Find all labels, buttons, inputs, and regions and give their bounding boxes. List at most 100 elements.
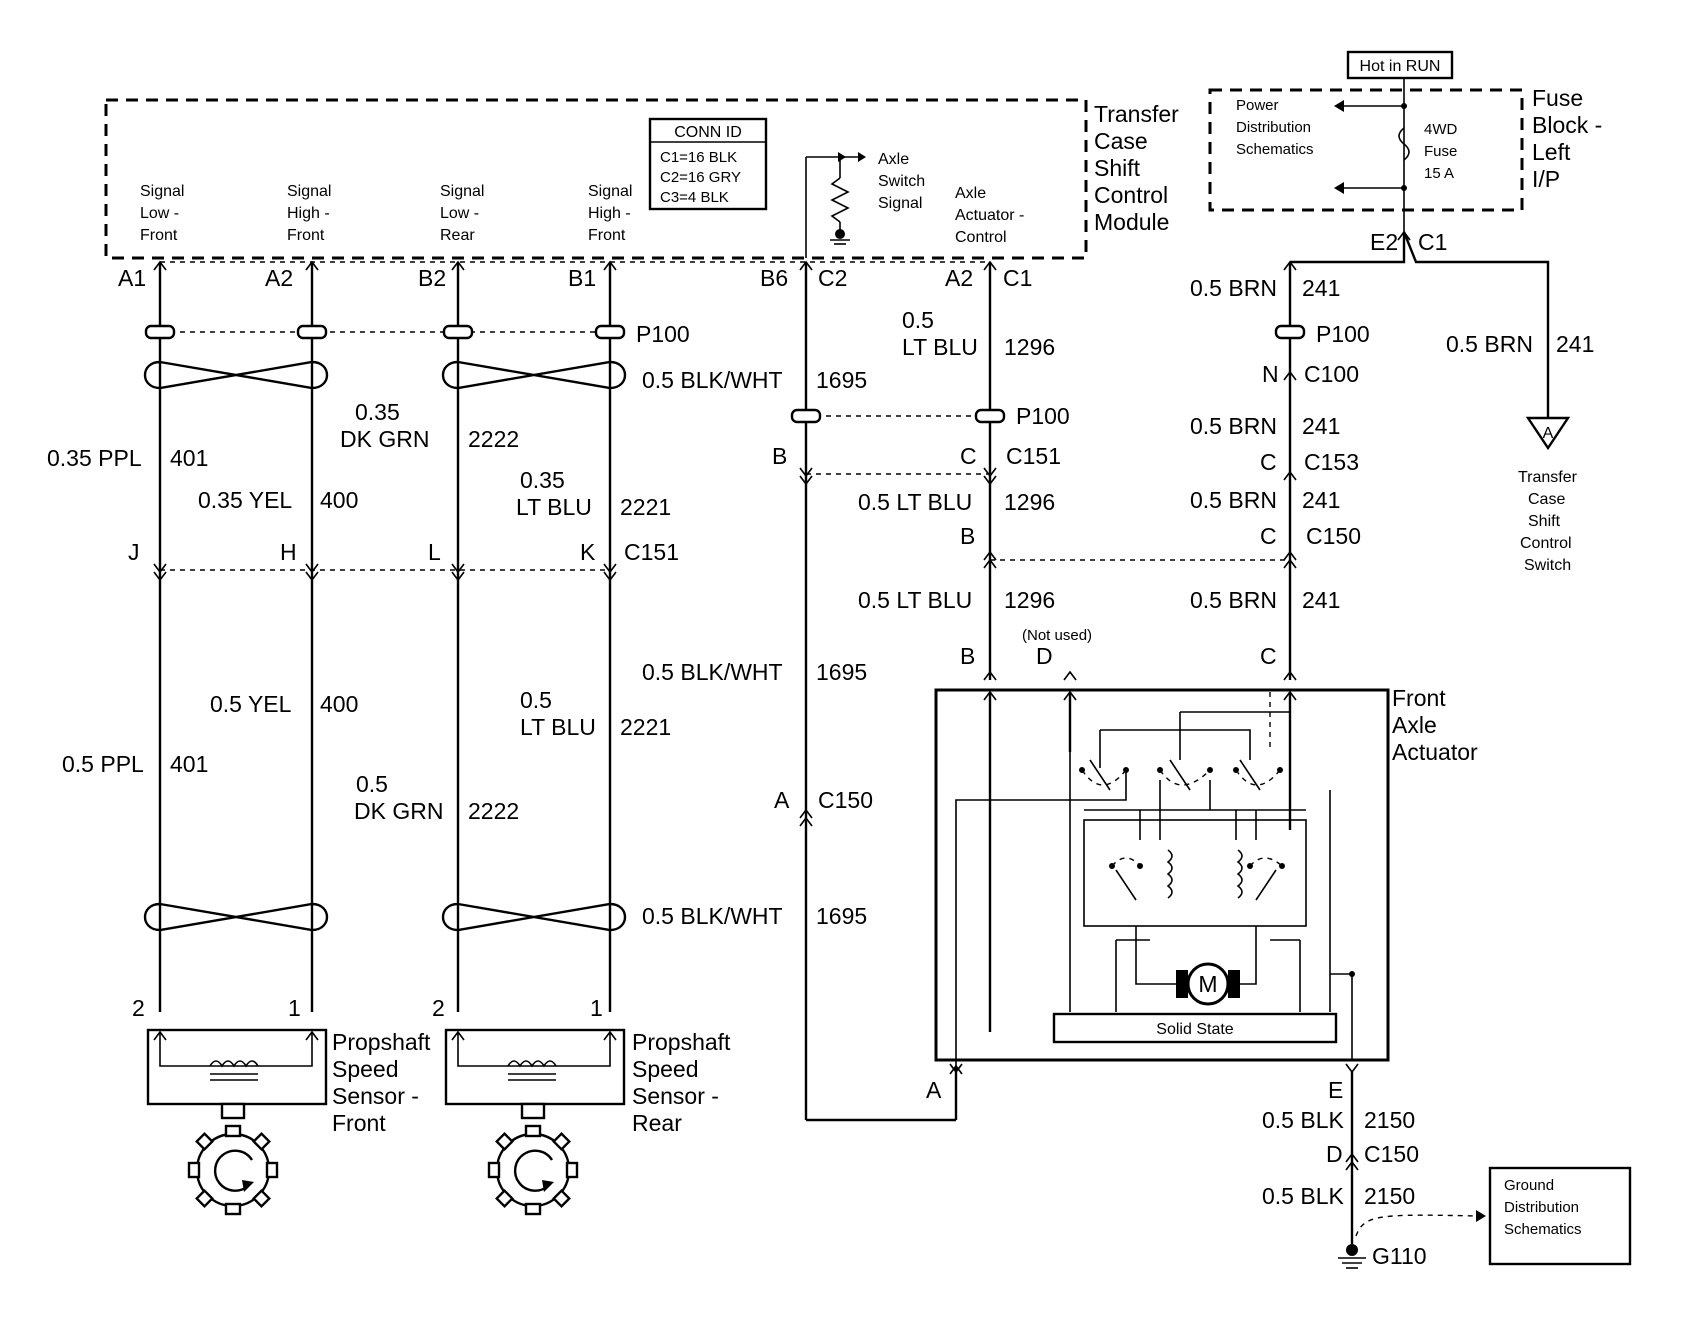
wire-1296 bbox=[983, 260, 997, 680]
p100-right-splice bbox=[1274, 324, 1306, 340]
pin-d-c150: D bbox=[1326, 1141, 1343, 1167]
sensor-front-pin-1: 1 bbox=[288, 995, 301, 1021]
power-dist-3: Schematics bbox=[1236, 141, 1314, 158]
w400b-circuit: 400 bbox=[320, 691, 358, 717]
tcs-switch-4: Control bbox=[1520, 535, 1572, 552]
w241c-circuit: 241 bbox=[1302, 487, 1340, 513]
fuse-block-outline bbox=[1208, 88, 1524, 212]
p100-label-c: P100 bbox=[1316, 321, 1370, 347]
actuator-pin-a: A bbox=[926, 1077, 942, 1103]
fuse-block-title-1: Fuse bbox=[1532, 85, 1583, 111]
pin-b-c151: B bbox=[772, 443, 787, 469]
sensor-rear-1: Propshaft bbox=[632, 1029, 731, 1055]
pin-b-c150: B bbox=[960, 523, 975, 549]
axle-switch-pullup bbox=[805, 152, 866, 258]
signal-high-front-1: Signal bbox=[287, 183, 331, 200]
w400b-gauge: 0.5 YEL bbox=[210, 691, 292, 717]
w2150a-gauge: 0.5 BLK bbox=[1262, 1107, 1344, 1133]
fuse-line-3: 15 A bbox=[1424, 165, 1454, 182]
w2222b-gauge: 0.5 bbox=[356, 771, 388, 797]
conn-id-line-1: C1=16 BLK bbox=[660, 149, 737, 166]
ground-dist-2: Distribution bbox=[1504, 1199, 1579, 1216]
c150-b-label: C150 bbox=[818, 787, 873, 813]
fuse-block-title-3: Left bbox=[1532, 139, 1571, 165]
fuse-block-title-4: I/P bbox=[1532, 166, 1560, 192]
pin-c1-fuse: C1 bbox=[1418, 229, 1447, 255]
actuator-pin-e: E bbox=[1328, 1077, 1343, 1103]
conn-id-line-2: C2=16 GRY bbox=[660, 169, 741, 186]
sensor-front-4: Front bbox=[332, 1110, 386, 1136]
pin-c-c150: C bbox=[1260, 523, 1277, 549]
w1296a-circuit: 1296 bbox=[1004, 334, 1055, 360]
w241b-circuit: 241 bbox=[1302, 413, 1340, 439]
c151-left bbox=[153, 563, 617, 582]
p100-left bbox=[144, 324, 626, 340]
arrow-icon bbox=[1334, 182, 1344, 194]
signal-low-rear-3: Rear bbox=[440, 227, 475, 244]
tcs-switch-reference: A bbox=[1525, 416, 1571, 451]
arrow-icon bbox=[1334, 100, 1344, 112]
pin-a-c150: A bbox=[774, 787, 790, 813]
c150-a-label: C150 bbox=[1306, 523, 1361, 549]
power-dist-1: Power bbox=[1236, 97, 1279, 114]
w1695a-gauge: 0.5 BLK/WHT bbox=[642, 367, 783, 393]
fuse-line-1: 4WD bbox=[1424, 121, 1458, 138]
actuator-pin-b: B bbox=[960, 643, 975, 669]
not-used-label: (Not used) bbox=[1022, 627, 1092, 644]
front-axle-actuator-1: Front bbox=[1392, 685, 1446, 711]
fuse-block-left-ip: Hot in RUN bbox=[1208, 50, 1524, 232]
w1695c-gauge: 0.5 BLK/WHT bbox=[642, 903, 783, 929]
ground-dist-1: Ground bbox=[1504, 1177, 1554, 1194]
signal-low-rear-2: Low - bbox=[440, 205, 479, 222]
motor-label: M bbox=[1198, 971, 1217, 997]
w2222b-circuit: 2222 bbox=[468, 798, 519, 824]
w1296c-gauge: 0.5 LT BLU bbox=[858, 587, 972, 613]
solid-state-label: Solid State bbox=[1156, 1021, 1233, 1038]
w2222a-circuit: 2222 bbox=[468, 426, 519, 452]
w241d-circuit: 241 bbox=[1302, 587, 1340, 613]
w241a-gauge: 0.5 BRN bbox=[1190, 275, 1277, 301]
w1695a-circuit: 1695 bbox=[816, 367, 867, 393]
fuse-block-title-2: Block - bbox=[1532, 112, 1602, 138]
sensor-rear-4: Rear bbox=[632, 1110, 682, 1136]
conn-id-title: CONN ID bbox=[674, 124, 742, 141]
ground-dist-3: Schematics bbox=[1504, 1221, 1582, 1238]
actuator-pin-d: D bbox=[1036, 643, 1053, 669]
power-dist-2: Distribution bbox=[1236, 119, 1311, 136]
w2221b-circuit: 2221 bbox=[620, 714, 671, 740]
c100-pin bbox=[1283, 370, 1297, 381]
c151-b-label: C151 bbox=[1006, 443, 1061, 469]
tcs-switch-marker: A bbox=[1543, 425, 1554, 442]
arrow-icon bbox=[1476, 1210, 1486, 1222]
front-axle-actuator: M Solid State bbox=[934, 670, 1390, 1074]
twisted-pair-lower bbox=[143, 902, 627, 932]
sensor-front-3: Sensor - bbox=[332, 1083, 419, 1109]
pin-c-c153: C bbox=[1260, 449, 1277, 475]
w1296a-color: LT BLU bbox=[902, 334, 978, 360]
pin-k: K bbox=[580, 539, 596, 565]
c150-c-label: C150 bbox=[1364, 1141, 1419, 1167]
axle-switch-signal-3: Signal bbox=[878, 195, 922, 212]
module-title-2: Case bbox=[1094, 128, 1148, 154]
sensor-rear-2: Speed bbox=[632, 1056, 699, 1082]
module-outline bbox=[104, 98, 1088, 260]
pin-c1: C1 bbox=[1003, 265, 1032, 291]
pin-h: H bbox=[280, 539, 297, 565]
signal-high-front-b-2: High - bbox=[588, 205, 631, 222]
conn-id-line-3: C3=4 BLK bbox=[660, 189, 729, 206]
transfer-case-shift-control-module: Transfer Case Shift Control Module CONN … bbox=[104, 98, 1179, 260]
w1695b-circuit: 1695 bbox=[816, 659, 867, 685]
propshaft-speed-sensor-rear bbox=[444, 1028, 626, 1216]
sensor-wires bbox=[153, 260, 617, 1012]
signal-high-front-3: Front bbox=[287, 227, 325, 244]
conn-id-box: CONN ID C1=16 BLK C2=16 GRY C3=4 BLK bbox=[648, 117, 768, 211]
w401a-circuit: 401 bbox=[170, 445, 208, 471]
signal-low-front-3: Front bbox=[140, 227, 178, 244]
w241s-gauge: 0.5 BRN bbox=[1446, 331, 1533, 357]
wire-1695 bbox=[799, 260, 963, 1122]
module-title-5: Module bbox=[1094, 209, 1169, 235]
pin-a1: A1 bbox=[118, 265, 146, 291]
sensor-rear-3: Sensor - bbox=[632, 1083, 719, 1109]
pin-c2: C2 bbox=[818, 265, 847, 291]
